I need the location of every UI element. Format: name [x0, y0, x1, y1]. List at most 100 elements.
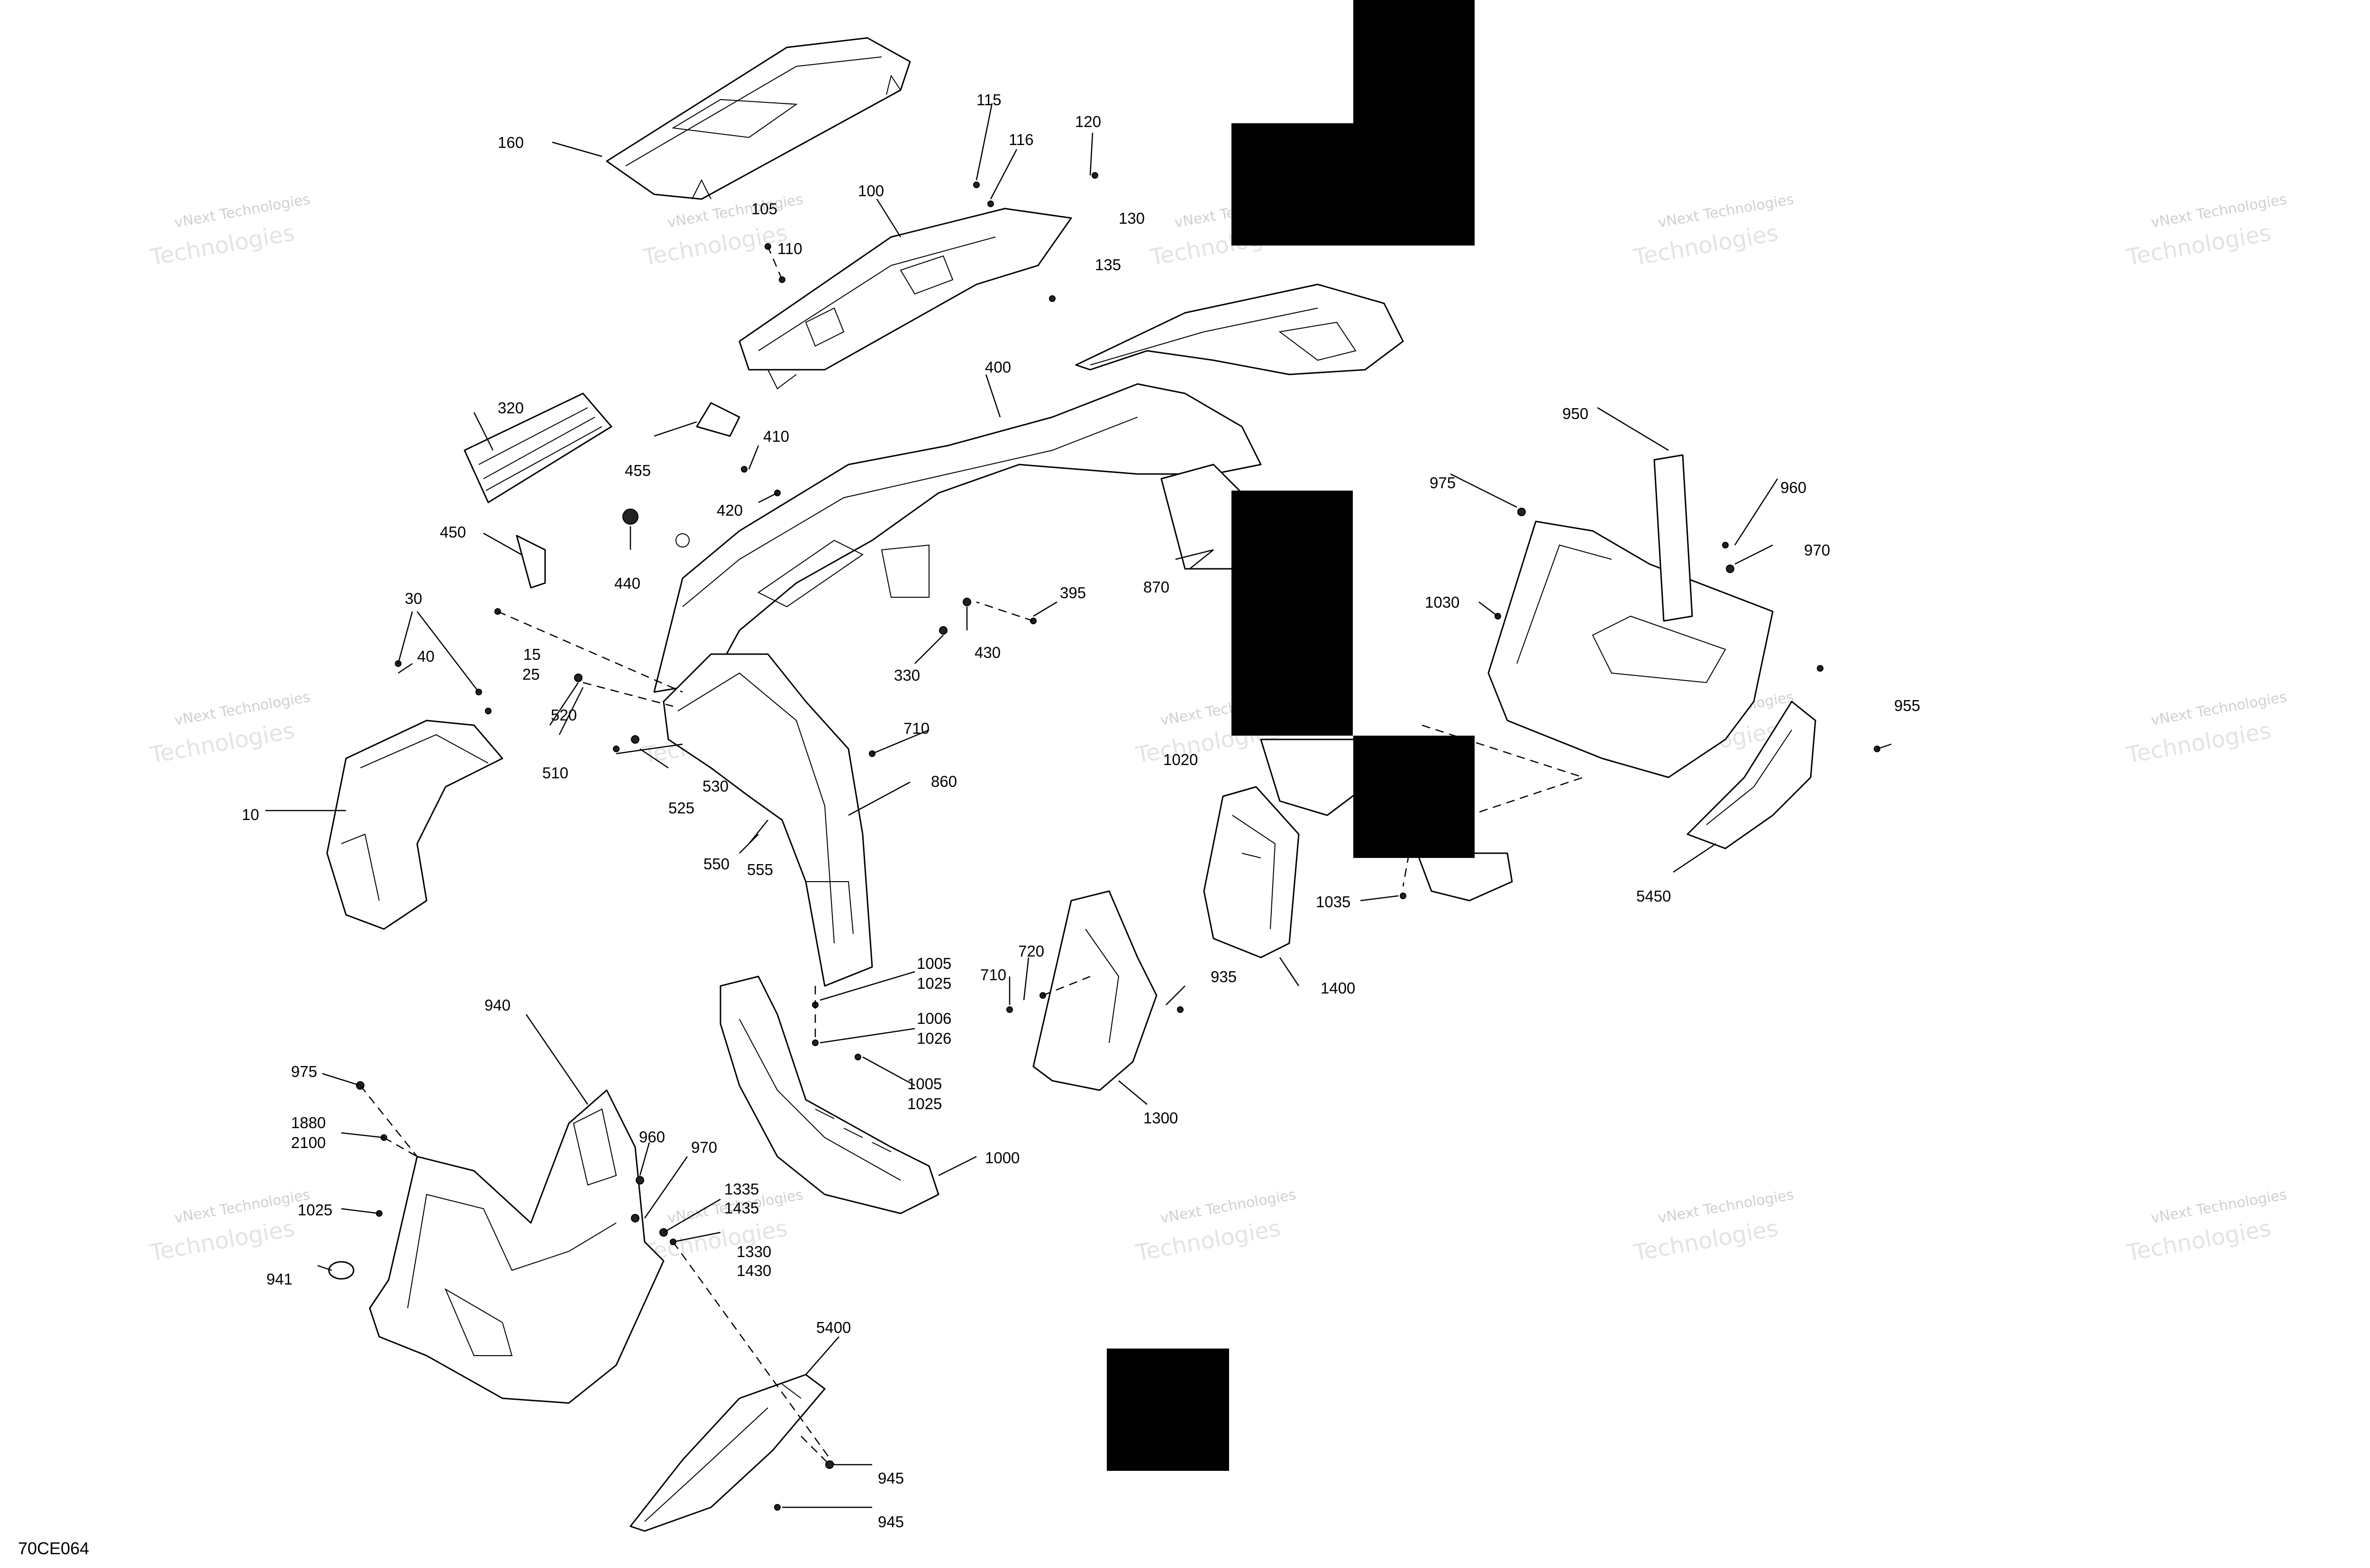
- callout-label: 115: [976, 91, 1002, 109]
- callout-label: 940: [484, 996, 510, 1014]
- callout-label: 1006: [917, 1010, 951, 1027]
- callout-label: 710: [980, 966, 1006, 984]
- svg-text:Technologies: Technologies: [1631, 219, 1780, 271]
- svg-text:Technologies: Technologies: [2124, 717, 2273, 769]
- callout-label: 870: [1143, 578, 1169, 596]
- callout-label: 1025: [917, 975, 951, 992]
- watermark: vNext Technologies Technologies: [640, 1186, 804, 1267]
- part-1020-floor-bracket: [1260, 738, 1513, 902]
- callout-label: 320: [498, 399, 524, 417]
- callout-label: 975: [291, 1063, 317, 1080]
- svg-text:Technologies: Technologies: [2124, 1215, 2273, 1267]
- callout-label: 1300: [1143, 1109, 1178, 1127]
- callout-label: 130: [1119, 210, 1145, 227]
- callout-label: 440: [614, 574, 640, 592]
- callout-label: 960: [639, 1128, 665, 1146]
- callout-label: 430: [975, 644, 1001, 661]
- callout-label: 160: [498, 134, 524, 151]
- part-400-dash-frame: [653, 383, 1262, 693]
- callout-label: 555: [747, 861, 773, 878]
- redaction-block: [1353, 736, 1475, 858]
- callout-label: 100: [858, 182, 884, 200]
- figure-reference-code: 70CE064: [18, 1539, 90, 1558]
- watermark: vNext Technologies Technologies: [147, 689, 311, 769]
- callout-label: 410: [763, 428, 789, 445]
- callout-label: 530: [702, 777, 729, 795]
- part-455-trim: [696, 402, 740, 437]
- redaction-block: [1231, 0, 1475, 246]
- watermark: vNext Technologies Technologies: [2124, 191, 2288, 271]
- callout-label: 1035: [1316, 893, 1350, 911]
- callout-label: 1025: [907, 1095, 942, 1112]
- svg-text:Technologies: Technologies: [1133, 1215, 1282, 1267]
- callout-label: 955: [1894, 697, 1920, 714]
- callout-label: 1030: [1425, 593, 1459, 611]
- callout-labels: 160 115 116 120 130 135 100 105 110 400 …: [242, 91, 1920, 1531]
- callout-label: 975: [1430, 474, 1456, 492]
- redaction-blocks: [1107, 0, 1475, 1471]
- callout-label: 720: [1018, 942, 1044, 960]
- part-upper-right-fender: [1075, 283, 1404, 375]
- callout-label: 970: [1804, 541, 1830, 559]
- callout-label: 395: [1060, 584, 1086, 602]
- callout-label: 1880: [291, 1114, 326, 1131]
- part-5400-lower-trim: [629, 1374, 826, 1532]
- svg-text:Technologies: Technologies: [1631, 1215, 1780, 1267]
- callout-label: 1400: [1321, 979, 1355, 997]
- callout-label: 510: [542, 764, 568, 782]
- callout-label: 1435: [724, 1199, 759, 1217]
- callout-label: 1335: [724, 1180, 759, 1198]
- callout-label: 1000: [985, 1149, 1020, 1167]
- watermark: vNext Technologies Technologies: [640, 191, 804, 271]
- part-450-trim: [516, 535, 546, 589]
- part-320-grille: [464, 392, 612, 503]
- callout-label: 1005: [917, 955, 951, 972]
- callout-label: 420: [717, 501, 743, 519]
- part-160-top-cover: [606, 37, 911, 200]
- leader-lines: [265, 103, 1892, 1508]
- part-1000-rocker-panel: [720, 975, 939, 1214]
- redaction-block: [1231, 491, 1353, 736]
- redaction-block: [1107, 1349, 1229, 1471]
- callout-label: 2100: [291, 1134, 326, 1151]
- callout-label: 455: [625, 462, 651, 479]
- watermark: vNext Technologies Technologies: [1631, 1186, 1795, 1267]
- callout-label: 10: [242, 806, 259, 823]
- assembly-lines: [360, 246, 1586, 1465]
- callout-label: 960: [1780, 479, 1806, 496]
- callout-label: 950: [1562, 405, 1588, 422]
- callout-label: 860: [931, 773, 957, 790]
- part-950-console: [1487, 454, 1774, 778]
- part-941-plug: [328, 1261, 355, 1280]
- callout-label: 520: [551, 706, 577, 724]
- callout-label: 935: [1211, 968, 1237, 985]
- watermark: vNext Technologies Technologies: [1631, 191, 1795, 271]
- callout-label: 25: [522, 665, 540, 683]
- watermark: vNext Technologies Technologies: [2124, 1186, 2288, 1267]
- callout-label: 1005: [907, 1075, 942, 1093]
- svg-text:Technologies: Technologies: [147, 219, 296, 271]
- callout-label: 5450: [1636, 887, 1671, 905]
- callout-label: 450: [440, 523, 466, 541]
- part-10-lower-cover: [326, 720, 503, 930]
- callout-label: 5400: [816, 1319, 851, 1336]
- part-5450-lower-trim: [1686, 701, 1816, 849]
- callout-label: 1020: [1163, 751, 1198, 768]
- callout-label: 30: [405, 590, 422, 607]
- part-1400-rear-panel: [1203, 786, 1300, 958]
- callout-label: 15: [523, 646, 541, 663]
- callout-label: 1430: [737, 1262, 771, 1279]
- callout-label: 400: [985, 358, 1011, 376]
- callout-label: 710: [903, 720, 930, 737]
- callout-label: 970: [691, 1139, 717, 1156]
- watermark: vNext Technologies Technologies: [147, 191, 311, 271]
- callout-label: 135: [1095, 256, 1121, 273]
- callout-label: 525: [668, 799, 694, 817]
- callout-label: 945: [878, 1469, 904, 1487]
- callout-label: 1026: [917, 1030, 951, 1047]
- part-100-upper-panel: [738, 208, 1072, 390]
- svg-text:Technologies: Technologies: [2124, 219, 2273, 271]
- callout-label: 1025: [298, 1201, 332, 1219]
- part-1300-side-panel: [1032, 890, 1158, 1091]
- callout-label: 116: [1009, 131, 1034, 148]
